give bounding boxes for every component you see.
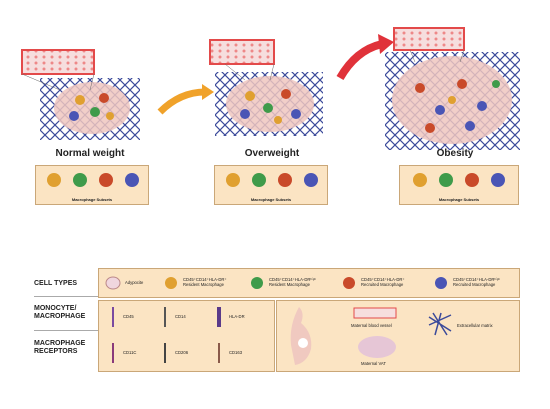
recruited-macrophage-drhigh-icon: [435, 277, 447, 289]
marker-cd14: CD14: [175, 314, 186, 319]
overweight-vessel: [209, 39, 275, 81]
macrophage-subsets-box-overweight: Macrophage Subsets: [214, 165, 328, 205]
cell-label-adipocyte: Adypocite: [125, 280, 144, 285]
obesity-tissue: [385, 52, 520, 150]
macrophage-subsets-box-normal: Macrophage Subsets: [35, 165, 149, 205]
cd14-marker-icon: [164, 307, 166, 327]
marker-cd45: CD45: [123, 314, 134, 319]
macrophage-subsets-box-obesity: Macrophage Subsets: [399, 165, 519, 205]
cell-label-recruited-dr: CD45⁺CD14⁺HLA-DR⁺ Recruited Macrophage: [361, 277, 405, 287]
cell-label-line1: CD45⁺CD14⁺HLA-DR⁺: [361, 277, 405, 282]
subsets-caption: Macrophage Subsets: [250, 197, 292, 202]
extracellular-matrix-label: Extracellular matrix: [457, 323, 493, 328]
monocyte-title: MONOCYTE/ MACROPHAGE: [34, 305, 85, 321]
recruited-macrophage-dr-icon: [343, 277, 355, 289]
cell-label-resident-drhigh: CD45⁺CD14⁺HLA-DRʰⁱᵍʰ Resident Macrophage: [269, 277, 316, 287]
stage-label-obesity: Obesity: [436, 148, 474, 159]
hla-dr-marker-icon: [217, 307, 221, 327]
macrophage-subset-icons: [47, 173, 139, 187]
monocyte-title-line1: MONOCYTE/: [34, 305, 77, 312]
cell-label-line2: Resident Macrophage: [269, 282, 310, 287]
resident-macrophage-drhigh-icon: [251, 277, 263, 289]
adipocyte-icon: [105, 276, 121, 290]
divider: [34, 330, 98, 331]
cell-label-line1: CD45⁺CD14⁺HLA-DR⁺: [183, 277, 227, 282]
subsets-caption: Macrophage Subsets: [438, 197, 480, 202]
divider: [34, 296, 98, 297]
pregnant-silhouette-icon: [290, 307, 312, 365]
orange-arrow: [157, 88, 206, 115]
monocyte-title-line2: MACROPHAGE: [34, 313, 86, 320]
cell-label-line2: Recruited Macrophage: [361, 282, 404, 287]
receptor-cd11c: CD11C: [123, 350, 137, 355]
stage-label-overweight: Overweight: [244, 148, 300, 159]
stage-label-normal: Normal weight: [55, 148, 125, 159]
red-arrow: [336, 40, 384, 81]
cell-label-line2: Resident Macrophage: [183, 282, 224, 287]
cell-label-resident-dr: CD45⁺CD14⁺HLA-DR⁺ Resident Macrophage: [183, 277, 227, 287]
cd45-marker-icon: [112, 307, 114, 327]
obesity-vessel: [393, 27, 465, 63]
macrophage-subset-icons: [413, 173, 505, 187]
receptors-title: MACROPHAGE RECEPTORS: [34, 340, 85, 356]
cell-types-box: Adypocite CD45⁺CD14⁺HLA-DR⁺ Resident Mac…: [98, 268, 520, 298]
maternal-blood-vessel-icon: [353, 307, 397, 319]
maternal-box: Maternal blood vessel Maternal VAT Extra…: [276, 300, 520, 372]
maternal-vat-label: Maternal VAT: [361, 361, 386, 366]
cd206-receptor-icon: [164, 343, 166, 363]
markers-box: CD45 CD14 HLA-DR CD11C CD206 CD163: [98, 300, 275, 372]
cell-label-line1: CD45⁺CD14⁺HLA-DRʰⁱᵍʰ: [269, 277, 316, 282]
resident-macrophage-dr-icon: [165, 277, 177, 289]
maternal-blood-vessel-label: Maternal blood vessel: [351, 323, 392, 328]
cd11c-receptor-icon: [112, 343, 114, 363]
normal-weight-vessel: [21, 49, 95, 91]
normal-weight-tissue: [40, 78, 140, 140]
overweight-tissue: [215, 72, 323, 136]
marker-hla-dr: HLA-DR: [229, 314, 245, 319]
cell-types-title: CELL TYPES: [34, 280, 78, 287]
receptors-title-line2: RECEPTORS: [34, 348, 78, 355]
extracellular-matrix-icon: [428, 312, 452, 336]
cell-label-line2: Recruited Macrophage: [453, 282, 496, 287]
cell-label-line1: CD45⁺CD14⁺HLA-DRʰⁱᵍʰ: [453, 277, 500, 282]
cd163-receptor-icon: [218, 343, 220, 363]
macrophage-subset-icons: [226, 173, 318, 187]
receptor-cd206: CD206: [175, 350, 189, 355]
stages-illustration: [21, 27, 520, 150]
maternal-vat-icon: [358, 336, 396, 358]
subsets-caption: Macrophage Subsets: [71, 197, 113, 202]
receptors-title-line1: MACROPHAGE: [34, 340, 86, 347]
cell-label-recruited-drhigh: CD45⁺CD14⁺HLA-DRʰⁱᵍʰ Recruited Macrophag…: [453, 277, 500, 287]
receptor-cd163: CD163: [229, 350, 243, 355]
